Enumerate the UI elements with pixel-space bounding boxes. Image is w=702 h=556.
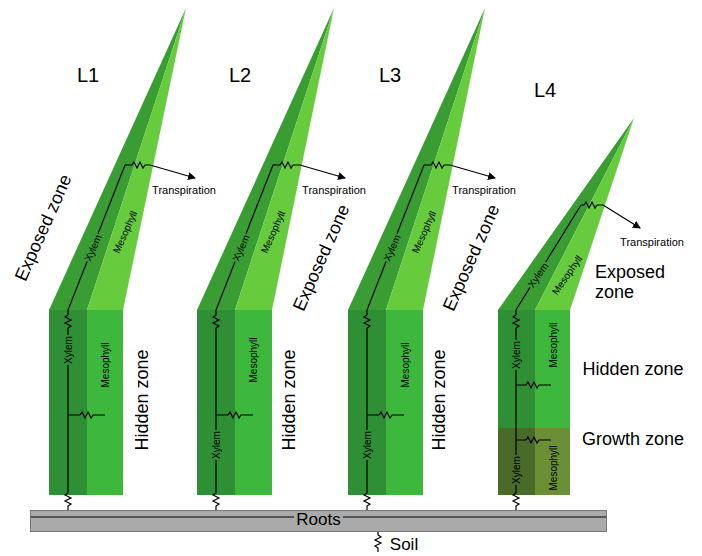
zone-label: Hidden zone	[430, 349, 450, 450]
hidden-mesophyll	[87, 310, 123, 495]
transpiration-arrow	[603, 205, 640, 228]
tissue-label: Mesophyll	[248, 337, 259, 382]
hidden-mesophyll	[235, 310, 272, 495]
soil-resistor	[375, 532, 381, 552]
resistor-wires	[65, 162, 640, 552]
transpiration-arrow	[300, 165, 345, 178]
resistor-symbol	[367, 412, 404, 418]
xylem-wire	[513, 202, 603, 512]
flux-label: Transpiration	[152, 184, 216, 196]
zone-label: Hidden zone	[280, 349, 300, 450]
zone-label: Exposed zone	[595, 263, 685, 303]
zone-label: Exposed zone	[290, 202, 354, 314]
soil-label: Soil	[390, 536, 418, 555]
tissue-label: Xylem	[511, 340, 522, 370]
roots-bar: Roots	[30, 510, 607, 532]
resistor-symbol	[516, 382, 551, 388]
tissue-label: Xylem	[63, 335, 74, 365]
zone-label: Exposed zone	[440, 202, 504, 314]
leaf-name: L3	[379, 64, 401, 86]
xylem-wire	[213, 162, 300, 512]
tissue-label: Mesophyll	[400, 342, 411, 387]
zone-label: Exposed zone	[12, 172, 76, 284]
xylem-wire	[364, 162, 450, 512]
resistor-symbol	[216, 412, 253, 418]
zone-label: Growth zone	[582, 430, 684, 450]
transpiration-arrow	[150, 165, 195, 178]
zone-label: Hidden zone	[133, 349, 153, 450]
tissue-label: Xylem	[511, 455, 522, 485]
hidden-mesophyll	[535, 310, 570, 428]
resistor-symbol	[68, 412, 105, 418]
leaf-name: L4	[534, 79, 556, 101]
flux-label: Transpiration	[302, 184, 366, 196]
leaf-name: L1	[77, 64, 99, 86]
tissue-label: Mesophyll	[548, 322, 559, 367]
hidden-mesophyll	[386, 310, 423, 495]
roots-label: Roots	[294, 511, 342, 529]
xylem-wire	[65, 162, 150, 512]
tissue-label: Xylem	[362, 430, 373, 460]
transpiration-arrow	[450, 165, 495, 178]
flux-label: Transpiration	[620, 236, 684, 248]
flux-label: Transpiration	[452, 184, 516, 196]
tissue-label: Mesophyll	[100, 342, 111, 387]
leaf-name: L2	[229, 64, 251, 86]
tissue-label: Xylem	[211, 430, 222, 460]
exposed-xylem	[49, 8, 186, 310]
resistor-symbol	[516, 437, 551, 443]
zone-label: Hidden zone	[582, 360, 683, 380]
tissue-label: Mesophyll	[548, 445, 559, 490]
exposed-mesophyll	[87, 8, 186, 310]
growth-mesophyll	[535, 428, 570, 495]
